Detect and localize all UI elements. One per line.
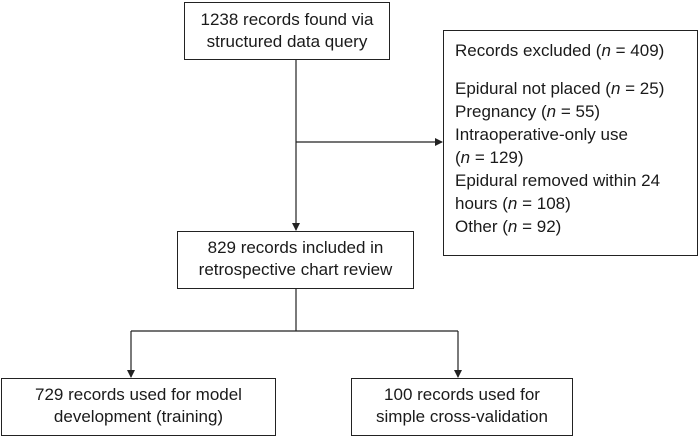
training-set-line1: 729 records used for model bbox=[35, 385, 242, 404]
validation-set-line2: simple cross-validation bbox=[376, 407, 548, 426]
validation-set-box: 100 records used for simple cross-valida… bbox=[351, 378, 573, 436]
records-excluded-box: Records excluded (n = 409) Epidural not … bbox=[443, 30, 698, 256]
excluded-item: (n = 129) bbox=[455, 148, 524, 167]
training-set-box: 729 records used for model development (… bbox=[1, 378, 276, 436]
excluded-item: hours (n = 108) bbox=[455, 194, 571, 213]
records-included-line1: 829 records included in bbox=[207, 238, 384, 257]
excluded-item: Epidural removed within 24 bbox=[455, 171, 661, 190]
records-found-line1: 1238 records found via bbox=[200, 10, 374, 29]
excluded-item: Epidural not placed (n = 25) bbox=[455, 79, 665, 98]
records-included-line2: retrospective chart review bbox=[198, 260, 393, 279]
records-found-box: 1238 records found via structured data q… bbox=[184, 2, 390, 60]
records-included-box: 829 records included in retrospective ch… bbox=[177, 231, 414, 289]
training-set-line2: development (training) bbox=[53, 407, 224, 426]
excluded-item: Intraoperative-only use bbox=[455, 125, 628, 144]
excluded-title: Records excluded (n = 409) bbox=[455, 41, 665, 60]
excluded-item: Pregnancy (n = 55) bbox=[455, 102, 601, 121]
excluded-item: Other (n = 92) bbox=[455, 217, 562, 236]
records-found-line2: structured data query bbox=[206, 32, 368, 51]
validation-set-line1: 100 records used for bbox=[384, 385, 540, 404]
